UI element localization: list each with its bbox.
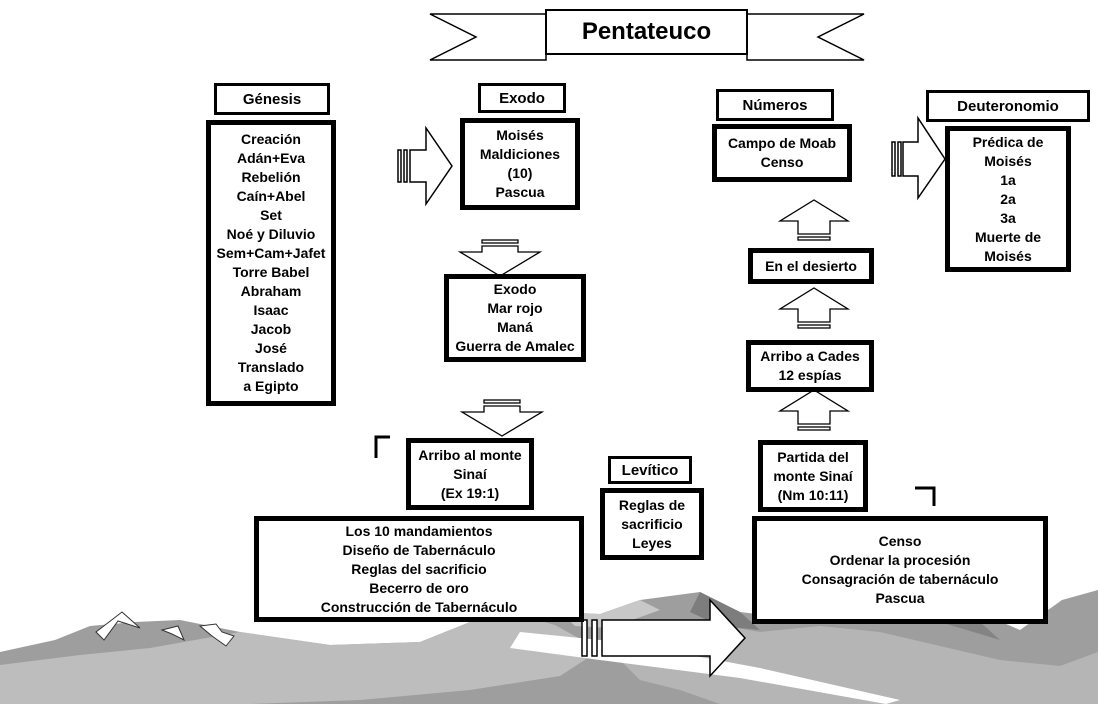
exodo-box: Moisés Maldiciones (10) Pascua	[460, 118, 580, 210]
desierto-box: En el desierto	[748, 248, 874, 284]
genesis-item: Set	[260, 207, 282, 223]
levitico-name: Levítico	[621, 461, 679, 479]
genesis-item: Creación	[241, 131, 301, 147]
arrow-sinai-to-numeros	[581, 598, 747, 678]
genesis-name: Génesis	[242, 90, 302, 108]
sinai-events-item: Los 10 mandamientos	[345, 522, 493, 539]
exodo-journey-item: Exodo	[493, 281, 537, 297]
exodo-journey-item: Mar rojo	[487, 300, 543, 316]
sinai-departure-item: (Nm 10:11)	[777, 486, 849, 503]
exodo-journey-item: Maná	[497, 319, 533, 335]
cades-item: 12 espías	[778, 367, 842, 383]
exodo-name: Exodo	[499, 89, 545, 107]
sinai-arrival-item: (Ex 19:1)	[440, 484, 500, 501]
exodo-item: Moisés	[496, 127, 544, 143]
sinai-arrival-item: Sinaí	[453, 465, 487, 482]
exodo-item: Pascua	[495, 184, 545, 200]
deuteronomio-item: Moisés	[984, 152, 1032, 169]
numeros-name: Números	[742, 96, 808, 114]
genesis-item: José	[255, 340, 287, 356]
genesis-item: Adán+Eva	[236, 150, 306, 166]
title-pentateuco: Pentateuco	[545, 9, 748, 55]
sinai-events-item: Reglas del sacrificio	[351, 560, 487, 577]
deuteronomio-item: Prédica de	[972, 133, 1044, 150]
sinai-departure-item: monte Sinaí	[773, 467, 853, 484]
exodo-item: (10)	[507, 165, 533, 181]
numbers-events-item: Ordenar la procesión	[829, 552, 971, 568]
deuteronomio-header: Deuteronomio	[926, 90, 1090, 122]
genesis-header: Génesis	[214, 83, 330, 115]
deuteronomio-name: Deuteronomio	[957, 97, 1059, 115]
levitico-header: Levítico	[608, 456, 692, 484]
genesis-item: Noé y Diluvio	[226, 226, 316, 242]
numbers-events-item: Consagración de tabernáculo	[801, 571, 999, 587]
numeros-item: Campo de Moab	[727, 135, 837, 151]
sinai-events-item: Becerro de oro	[369, 579, 469, 596]
exodo-header: Exodo	[478, 83, 566, 113]
cades-box: Arribo a Cades 12 espías	[746, 340, 874, 392]
numbers-events-item: Pascua	[875, 590, 925, 606]
cades-item: Arribo a Cades	[760, 348, 860, 364]
genesis-item: Caín+Abel	[236, 188, 306, 204]
exodo-item: Maldiciones	[479, 146, 561, 162]
corner-mark-right	[915, 486, 936, 506]
levitico-box: Reglas de sacrificio Leyes	[600, 488, 704, 560]
banner-left-ribbon	[429, 13, 547, 61]
levitico-item: sacrificio	[621, 515, 683, 532]
sinai-arrival-item: Arribo al monte	[418, 446, 522, 463]
genesis-item: a Egipto	[243, 378, 299, 394]
exodo-journey-box: Exodo Mar rojo Maná Guerra de Amalec	[444, 274, 586, 362]
genesis-item: Isaac	[253, 302, 289, 318]
genesis-item: Jacob	[250, 321, 292, 337]
numbers-events-box: Censo Ordenar la procesión Consagración …	[752, 516, 1048, 624]
sinai-departure-box: Partida del monte Sinaí (Nm 10:11)	[758, 440, 868, 512]
levitico-item: Reglas de	[618, 496, 686, 513]
sinai-arrival-box: Arribo al monte Sinaí (Ex 19:1)	[406, 438, 534, 510]
sinai-events-box: Los 10 mandamientos Diseño de Tabernácul…	[254, 516, 584, 622]
genesis-item: Translado	[237, 359, 305, 375]
desierto-item: En el desierto	[765, 257, 857, 274]
sinai-events-item: Construcción de Tabernáculo	[320, 598, 518, 615]
genesis-box: Creación Adán+Eva Rebelión Caín+Abel Set…	[206, 120, 336, 406]
numeros-box: Campo de Moab Censo	[712, 124, 852, 182]
numeros-header: Números	[716, 89, 834, 121]
arrow-down-1	[457, 239, 543, 277]
genesis-item: Rebelión	[241, 169, 301, 185]
arrow-up-1	[777, 199, 851, 241]
genesis-item: Torre Babel	[232, 264, 310, 280]
corner-mark-left	[374, 435, 390, 458]
sinai-departure-item: Partida del	[777, 448, 849, 465]
arrow-up-2	[777, 287, 851, 329]
deuteronomio-item: Muerte de	[974, 228, 1042, 245]
numbers-events-item: Censo	[878, 533, 922, 549]
deuteronomio-item: 1a	[1000, 171, 1016, 188]
arrow-down-2	[459, 399, 545, 437]
deuteronomio-box: Prédica de Moisés 1a 2a 3a Muerte de Moi…	[945, 126, 1071, 272]
numeros-item: Censo	[760, 154, 804, 170]
arrow-up-3	[777, 389, 851, 431]
arrow-numeros-to-deuteronomio	[891, 115, 946, 201]
levitico-item: Leyes	[632, 534, 672, 551]
deuteronomio-item: 2a	[1000, 190, 1016, 207]
genesis-item: Sem+Cam+Jafet	[216, 245, 326, 261]
deuteronomio-item: Moisés	[984, 247, 1032, 264]
sinai-events-item: Diseño de Tabernáculo	[342, 541, 496, 558]
deuteronomio-item: 3a	[1000, 209, 1016, 226]
exodo-journey-item: Guerra de Amalec	[455, 338, 575, 354]
genesis-item: Abraham	[240, 283, 302, 299]
arrow-genesis-to-exodo	[397, 125, 453, 207]
banner-right-ribbon	[746, 13, 865, 61]
